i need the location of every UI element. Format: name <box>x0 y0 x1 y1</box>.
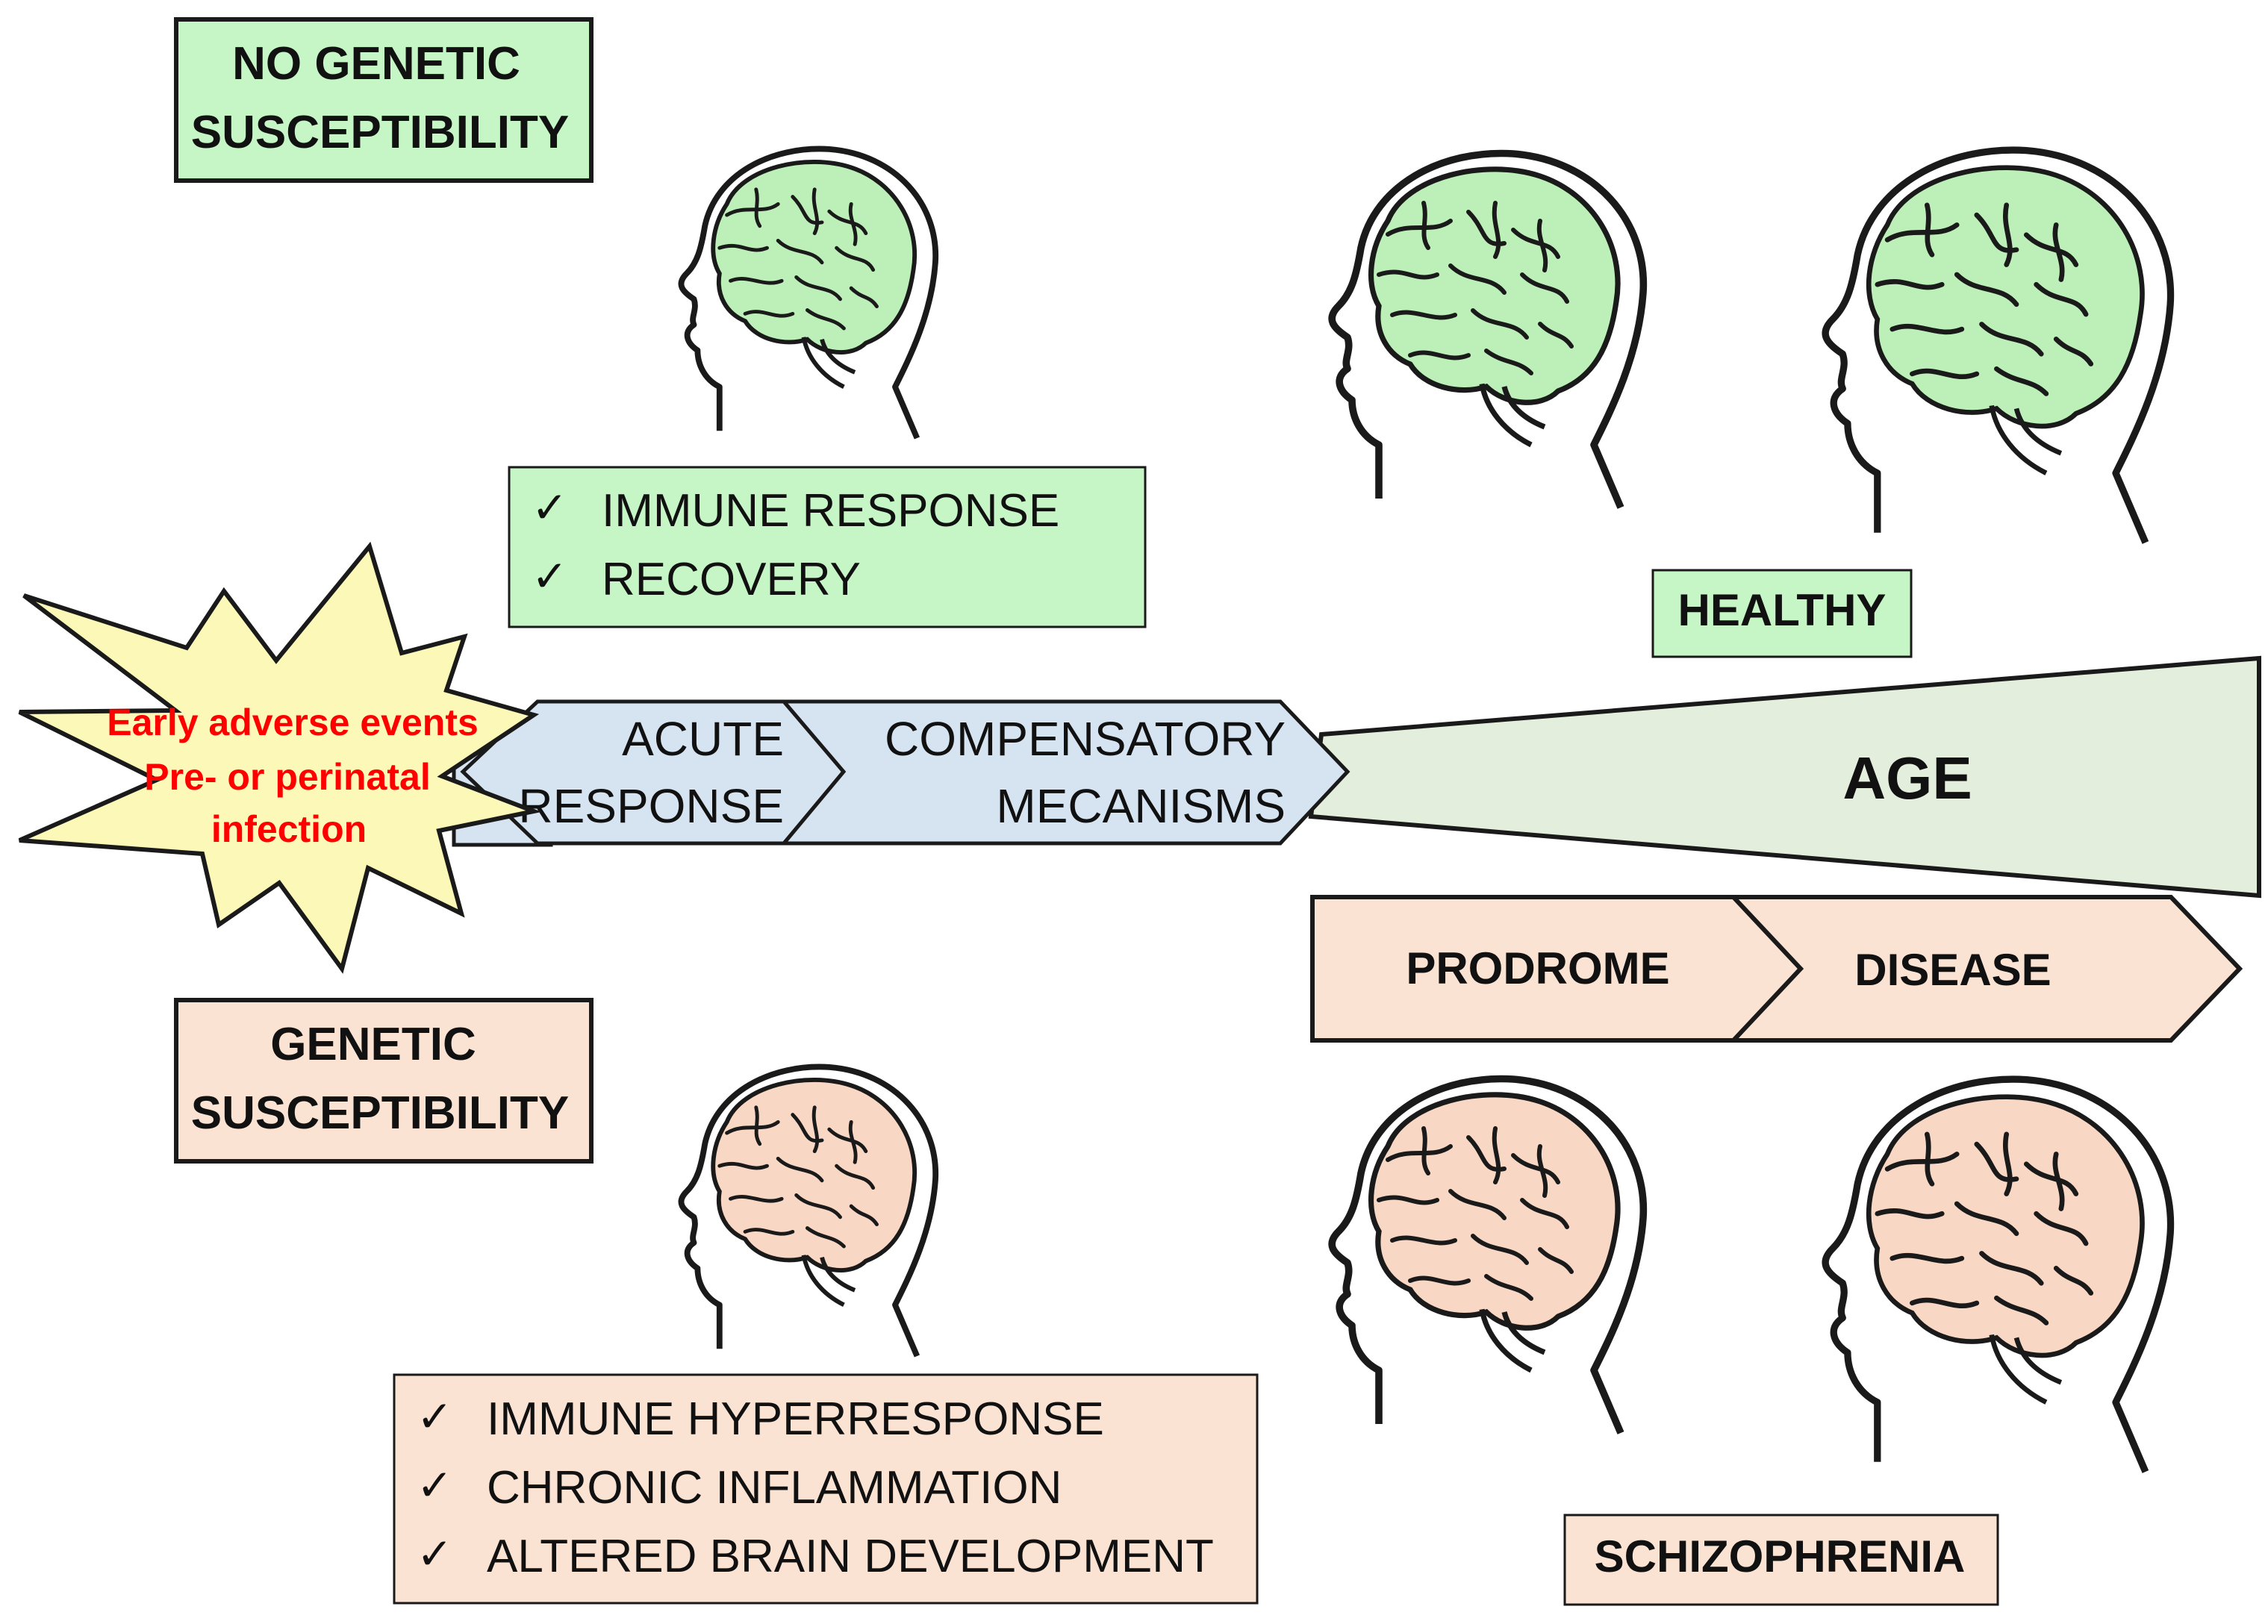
list-item: RECOVERY <box>602 554 861 605</box>
burst-text-line2: Pre- or perinatal <box>144 756 430 798</box>
healthy-label: HEALTHY <box>1678 585 1887 635</box>
list-item: IMMUNE RESPONSE <box>602 485 1059 537</box>
explosion-burst-icon: Early adverse events Pre- or perinatal i… <box>18 541 542 974</box>
check-icon: ✓ <box>417 1393 453 1441</box>
burst-text-line3: infection <box>211 808 367 850</box>
check-icon: ✓ <box>532 484 568 532</box>
timeline-arrows: ACUTE RESPONSE COMPENSATORY MECANISMS <box>452 699 1350 847</box>
compensatory-mechanisms-arrow <box>779 699 1350 846</box>
healthy-outcomes-list: ✓ IMMUNE RESPONSE ✓ RECOVERY <box>508 466 1147 628</box>
genetic-label-line2: SUSCEPTIBILITY <box>191 1087 569 1139</box>
no-genetic-label-line2: SUSCEPTIBILITY <box>191 107 569 158</box>
genetic-susceptibility-box: GENETIC SUSCEPTIBILITY <box>174 998 594 1164</box>
list-item: IMMUNE HYPERRESPONSE <box>487 1393 1104 1445</box>
disease-label: DISEASE <box>1854 945 2051 995</box>
prodrome-label: PRODROME <box>1406 943 1669 993</box>
list-item: ALTERED BRAIN DEVELOPMENT <box>487 1531 1214 1582</box>
disease-timeline-arrows: PRODROME DISEASE <box>1310 895 2243 1043</box>
no-genetic-label-line1: NO GENETIC <box>232 38 520 90</box>
genetic-label-line1: GENETIC <box>270 1019 476 1070</box>
head-profile-brain-icon <box>1822 146 2175 544</box>
head-profile-brain-icon <box>678 146 939 440</box>
burst-text-line1: Early adverse events <box>107 702 479 743</box>
schizophrenia-label-box: SCHIZOPHRENIA <box>1563 1514 1999 1606</box>
age-wedge: AGE <box>1308 655 2261 899</box>
head-profile-brain-icon <box>1328 1075 1648 1434</box>
compensatory-label-line1: COMPENSATORY <box>885 712 1286 766</box>
acute-response-label-line2: RESPONSE <box>518 779 784 833</box>
disease-outcomes-list: ✓ IMMUNE HYPERRESPONSE ✓ CHRONIC INFLAMM… <box>393 1373 1259 1605</box>
head-profile-brain-icon <box>1822 1075 2175 1473</box>
head-profile-brain-icon <box>1328 149 1648 509</box>
healthy-label-box: HEALTHY <box>1651 569 1913 658</box>
check-icon: ✓ <box>417 1530 453 1578</box>
compensatory-label-line2: MECANISMS <box>996 779 1286 833</box>
schizophrenia-label: SCHIZOPHRENIA <box>1595 1531 1966 1581</box>
check-icon: ✓ <box>417 1461 453 1510</box>
check-icon: ✓ <box>532 552 568 601</box>
head-profile-brain-icon <box>678 1064 939 1358</box>
disease-arrow <box>1728 895 2243 1043</box>
list-item: CHRONIC INFLAMMATION <box>487 1462 1062 1514</box>
acute-response-label-line1: ACUTE <box>622 712 784 766</box>
no-genetic-susceptibility-box: NO GENETIC SUSCEPTIBILITY <box>174 17 594 183</box>
age-label: AGE <box>1842 745 1972 811</box>
